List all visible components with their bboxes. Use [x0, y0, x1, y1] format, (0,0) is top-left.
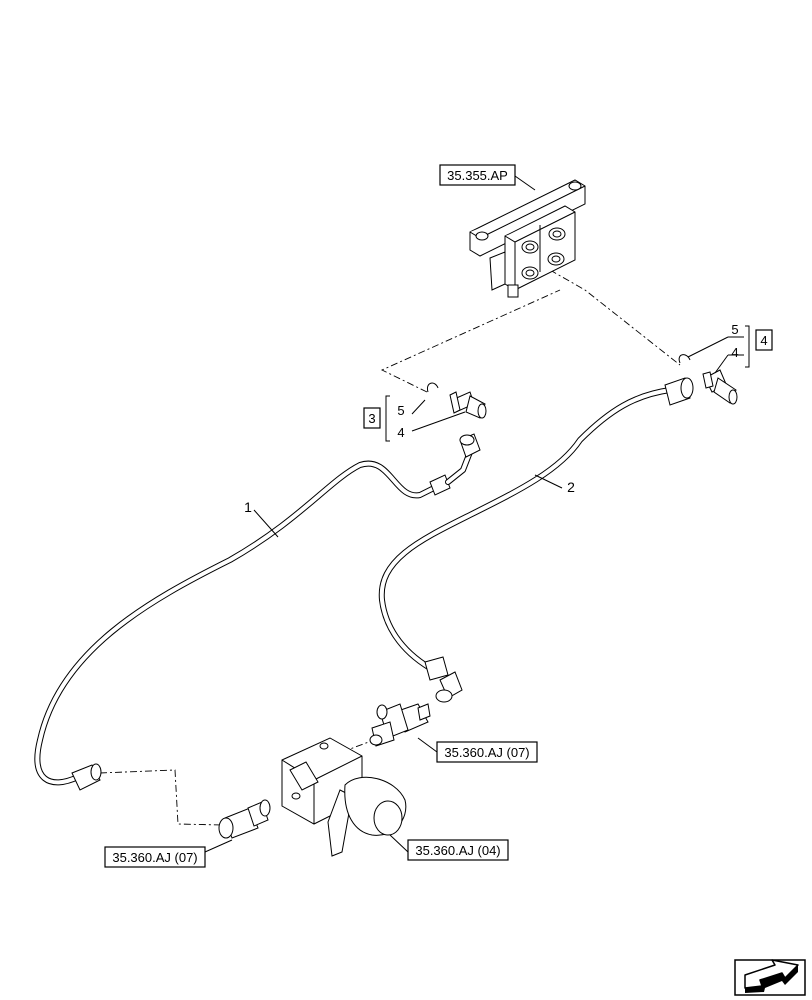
- ref-group-right[interactable]: 4: [755, 329, 773, 351]
- next-page-arrow-icon: [744, 959, 799, 993]
- callout-left-4: 4: [397, 425, 404, 440]
- left-fitting-group: [426, 382, 487, 419]
- callout-hose-1: 1: [244, 499, 252, 515]
- ref-group-left[interactable]: 3: [363, 407, 381, 429]
- hose-1: [34, 433, 481, 791]
- valve-ports: [521, 227, 566, 280]
- coupler-top: [369, 703, 431, 747]
- coupler-left: [218, 799, 271, 839]
- callout-right-4: 4: [731, 345, 738, 360]
- ref-group-left-label: 3: [368, 411, 375, 426]
- callout-hose-2: 2: [567, 479, 575, 495]
- ref-solenoid-label: 35.360.AJ (04): [415, 843, 500, 858]
- ref-group-right-label: 4: [760, 333, 767, 348]
- ref-valve-block-label: 35.355.AP: [447, 168, 508, 183]
- callout-right-5: 5: [731, 322, 738, 337]
- ref-coupler-top[interactable]: 35.360.AJ (07): [436, 741, 538, 763]
- solenoid-valve: [281, 737, 407, 857]
- ref-valve-block[interactable]: 35.355.AP: [439, 164, 516, 186]
- right-fitting-group: [678, 354, 738, 405]
- ref-solenoid[interactable]: 35.360.AJ (04): [407, 839, 509, 861]
- ref-coupler-left[interactable]: 35.360.AJ (07): [104, 846, 206, 868]
- ref-coupler-top-label: 35.360.AJ (07): [444, 745, 529, 760]
- valve-block: [469, 179, 586, 298]
- hose-2: [378, 377, 694, 703]
- ref-coupler-left-label: 35.360.AJ (07): [112, 850, 197, 865]
- next-page-button[interactable]: [734, 959, 806, 996]
- callout-left-5: 5: [397, 403, 404, 418]
